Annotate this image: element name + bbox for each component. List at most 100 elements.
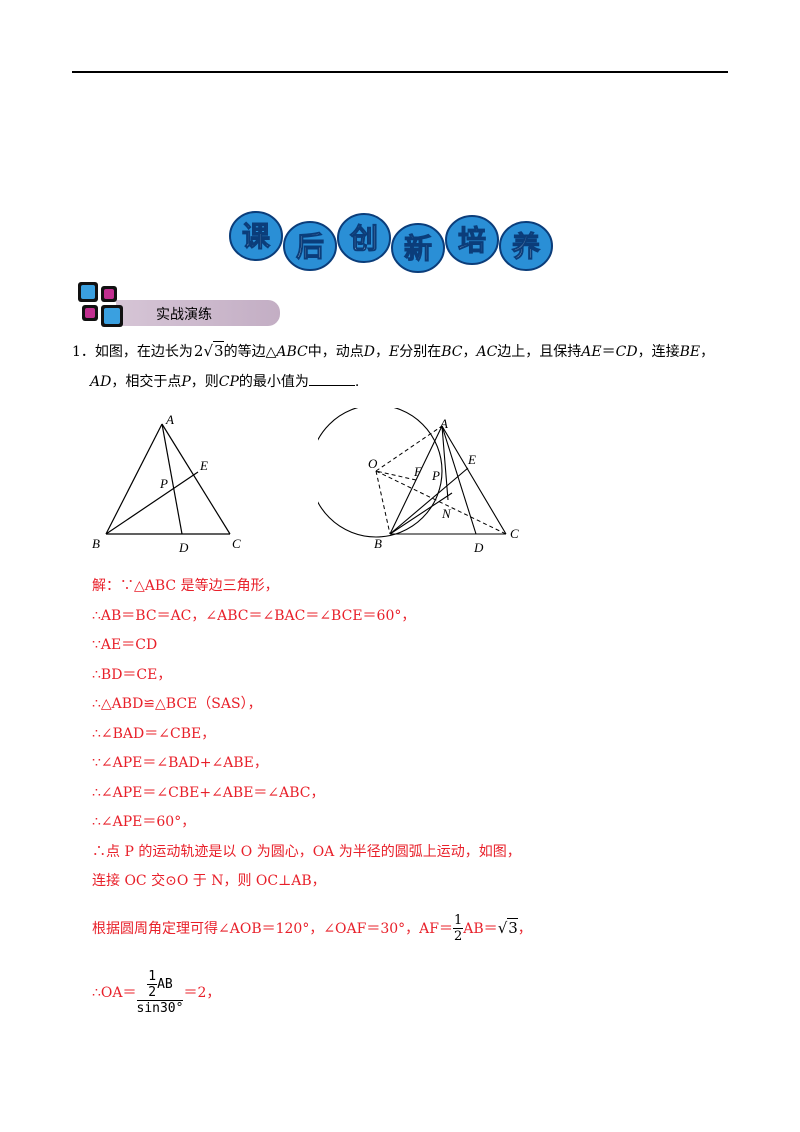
q-var: ABC [276, 344, 308, 360]
side-coef: 2 [193, 342, 204, 360]
solution-text: 根据圆周角定理可得∠AOB＝120°，∠OAF＝30°，AF＝ [92, 920, 453, 937]
solution: 解：∵△ABC 是等边三角形， ∴AB＝BC＝AC，∠ABC＝∠BAC＝∠BCE… [92, 572, 732, 1023]
solution-line: ∵∠APE＝∠BAD+∠ABE， [92, 755, 268, 771]
fig1-label-B: B [92, 536, 100, 551]
banner-bubble: 创 [337, 213, 391, 263]
banner-char: 后 [296, 230, 324, 263]
banner-char: 新 [404, 232, 432, 265]
banner-bubble: 课 [229, 211, 283, 261]
fig2-label-B: B [374, 536, 382, 551]
banner-char: 创 [349, 222, 378, 255]
solution-line: ∴△ABD≌△BCE（SAS）， [92, 696, 262, 712]
banner-bubble-shape [283, 221, 337, 271]
q-var: P [181, 374, 191, 390]
banner-bubble-shape [499, 221, 553, 271]
solution-line: ∴∠BAD＝∠CBE， [92, 725, 216, 742]
side-root: 3 [213, 341, 224, 360]
solution-line: 连接 OC 交⊙O 于 N，则 OC⊥AB， [92, 873, 326, 889]
section-label: 实战演练 [156, 307, 212, 323]
q-var: AC [476, 344, 498, 360]
q-text: 分别在 [399, 344, 442, 360]
frac-den: sin30° [136, 1001, 184, 1016]
figure-2: O A B C D E F P N [318, 408, 519, 555]
banner-bubble-shape [337, 213, 391, 263]
section-icon [78, 282, 123, 327]
frac-den: 2 [148, 985, 157, 1000]
fig2-label-F: F [413, 464, 423, 479]
fig2-label-N: N [441, 506, 452, 521]
question-line-2: AD，相交于点P，则CP的最小值为. [72, 367, 732, 397]
banner-bubble: 新 [391, 223, 445, 273]
q-text: 如图，在边长为 [94, 344, 193, 360]
solution-line: ∴AB＝BC＝AC，∠ABC＝∠BAC＝∠BCE＝60°， [92, 607, 416, 624]
q-text: 边上，且保持 [497, 344, 582, 360]
q-text: 中，动点 [307, 344, 364, 360]
q-var: E [388, 344, 400, 360]
q-text: ， [374, 344, 389, 360]
solution-text: ＝2， [183, 984, 221, 1001]
banner-char: 培 [458, 224, 486, 257]
solution-line: ∴∠APE＝∠CBE+∠ABE＝∠ABC， [92, 784, 325, 801]
q-text: 的最小值为 [238, 374, 309, 390]
fig1-label-C: C [232, 536, 241, 551]
q-var: CD [615, 344, 638, 360]
question-number: 1． [72, 344, 95, 360]
q-text: ＝ [601, 344, 616, 360]
fig1-label-D: D [178, 540, 189, 555]
solution-line: ∴∠APE＝60°， [92, 814, 196, 830]
figure-1: A B C D E P [92, 412, 241, 555]
frac-text: AB [157, 977, 173, 992]
solution-text: AB＝ [463, 920, 498, 937]
q-text: ， [700, 344, 715, 360]
banner-bubble-shape [229, 211, 283, 261]
banner-bubble: 养 [499, 221, 553, 271]
fig2-label-P: P [431, 468, 440, 483]
section-tag-bar [116, 300, 280, 326]
frac-num: 1 [453, 913, 464, 929]
q-text: ，相交于点 [111, 374, 182, 390]
fig1-label-E: E [199, 458, 208, 473]
solution-text: ， [517, 920, 532, 937]
frac-num: 1 [147, 969, 158, 985]
fig1-label-P: P [159, 476, 168, 491]
fig2-label-A: A [439, 416, 448, 431]
solution-line: ∴点 P 的运动轨迹是以 O 为圆心，OA 为半径的圆弧上运动，如图， [92, 843, 521, 860]
solution-text: ∴OA＝ [92, 984, 137, 1001]
question-1: 1．如图，在边长为2√3的等边△ABC中，动点D，E分别在BC，AC边上，且保持… [72, 336, 732, 397]
sqrt-3: √3 [497, 917, 518, 937]
banner-bubble: 培 [445, 215, 499, 265]
banner-char: 养 [512, 230, 540, 263]
header-rule [72, 71, 728, 73]
side-length: 2√3 [193, 341, 224, 360]
banner-title: 课后创新培养 [229, 211, 553, 273]
q-var: D [363, 344, 375, 360]
q-text: 的等边△ [223, 344, 277, 360]
sqrt-radicand: 3 [507, 917, 518, 937]
q-var: BE [679, 344, 701, 360]
q-text: ，则 [190, 374, 219, 390]
question-line-1: 1．如图，在边长为2√3的等边△ABC中，动点D，E分别在BC，AC边上，且保持… [72, 336, 732, 367]
q-var: BC [441, 344, 463, 360]
solution-line: ∵AE＝CD [92, 637, 158, 653]
fig2-label-C: C [510, 526, 519, 541]
q-text: ， [462, 344, 477, 360]
solution-line: ∴BD＝CE， [92, 666, 172, 683]
q-var: AD [90, 374, 112, 390]
banner-bubble-shape [391, 223, 445, 273]
banner-bubble-shape [445, 215, 499, 265]
answer-blank[interactable] [308, 371, 355, 386]
banner-char: 课 [242, 220, 271, 253]
q-var: CP [218, 374, 239, 390]
fig1-label-A: A [165, 412, 174, 427]
q-text: . [354, 374, 360, 390]
fig2-label-O: O [368, 456, 378, 471]
section-tag: 实战演练 [76, 280, 280, 330]
fig2-label-D: D [473, 540, 484, 555]
banner-bubble: 后 [283, 221, 337, 271]
